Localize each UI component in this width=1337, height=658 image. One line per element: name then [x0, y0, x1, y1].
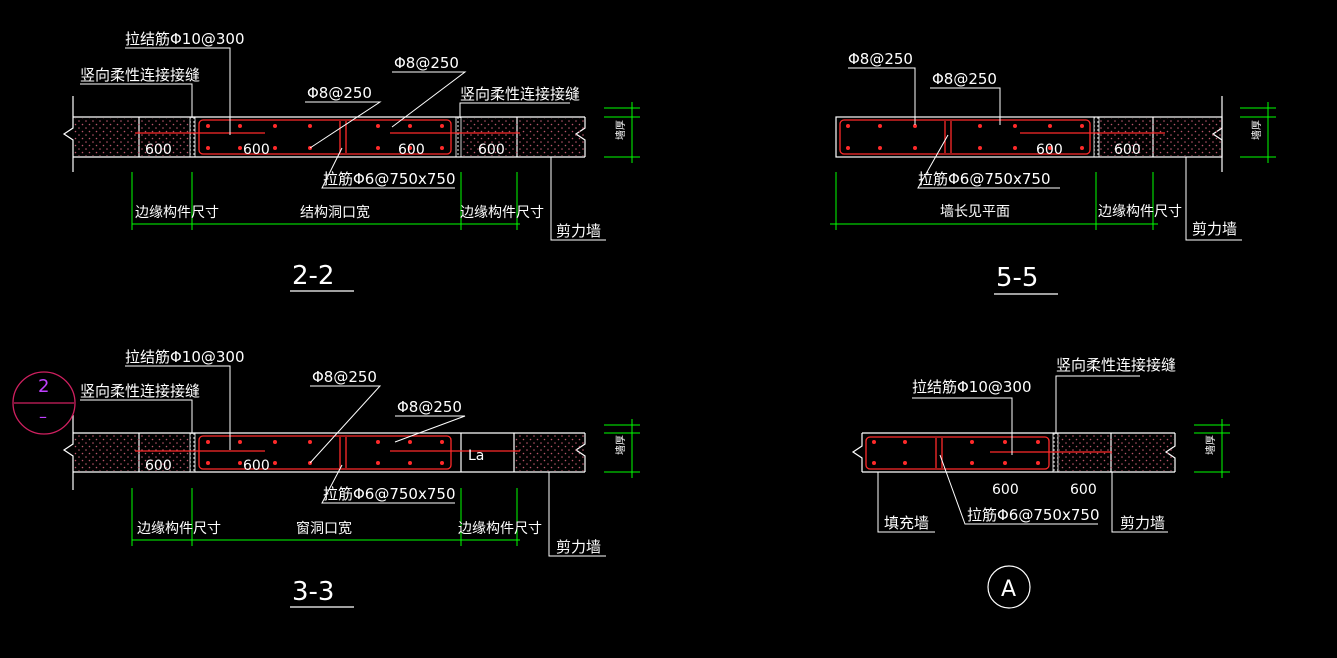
bubble-sheet: – [39, 407, 47, 426]
hatch-left [74, 434, 189, 471]
label-joint-left: 竖向柔性连接接缝 [80, 66, 200, 84]
dim-wall-length: 墙长见平面 [940, 204, 1010, 220]
leaders [80, 47, 570, 189]
dim-600: 600 [145, 142, 172, 158]
dim-edge-left: 边缘构件尺寸 [135, 205, 219, 221]
wall-callout [548, 472, 606, 557]
label-rebar-a: Φ8@250 [307, 84, 372, 102]
dimension-lines [131, 419, 640, 546]
hatch-right [462, 118, 584, 156]
dim-600: 600 [145, 458, 172, 474]
detail-marker-circle [987, 565, 1031, 609]
dim-opening: 结构洞口宽 [300, 204, 370, 221]
label-anchorage: La [468, 448, 484, 464]
label-wall-thickness: 墙厚 [1204, 435, 1217, 455]
label-tie-bar: 拉结筋Φ10@300 [125, 348, 245, 366]
label-joint: 竖向柔性连接接缝 [1056, 356, 1176, 374]
label-shear-wall: 剪力墙 [556, 222, 601, 240]
label-wall-thickness: 墙厚 [614, 435, 627, 455]
label-joint-right: 竖向柔性连接接缝 [460, 85, 580, 103]
wall-callout [1185, 157, 1242, 241]
label-tie-bar: 拉结筋Φ10@300 [125, 30, 245, 48]
label-tie: 拉筋Φ6@750x750 [323, 485, 456, 503]
label-wall-thickness: 墙厚 [614, 120, 627, 140]
detail-2-2: 拉结筋Φ10@300 竖向柔性连接接缝 Φ8@250 Φ8@250 竖向柔性连接… [62, 30, 640, 292]
leaders [848, 67, 1060, 189]
label-rebar-a: Φ8@250 [848, 50, 913, 68]
label-tie: 拉筋Φ6@750x750 [918, 170, 1051, 188]
dim-600: 600 [1070, 482, 1097, 498]
dimension-lines [131, 102, 640, 230]
dim-edge-right: 边缘构件尺寸 [458, 521, 542, 537]
label-tie: 拉筋Φ6@750x750 [323, 170, 456, 188]
seam-left [189, 432, 196, 473]
detail-5-5: Φ8@250 Φ8@250 600 600 拉筋Φ6@750x750 墙长见平面… [830, 50, 1276, 295]
hatch-right [1100, 118, 1221, 156]
dim-600: 600 [243, 142, 270, 158]
seam-left [189, 116, 196, 158]
section-title: 5-5 [996, 263, 1038, 293]
rebar-dots [206, 440, 444, 465]
label-rebar-b: Φ8@250 [932, 70, 997, 88]
section-title: 3-3 [292, 577, 334, 607]
wall-outline [62, 415, 586, 490]
dim-edge-right: 边缘构件尺寸 [1098, 204, 1182, 220]
detail-reference-bubble: 2 – [12, 371, 76, 435]
section-title: 2-2 [292, 261, 334, 291]
label-rebar-a: Φ8@250 [312, 368, 377, 386]
leaders [80, 365, 466, 504]
dimension-lines [830, 102, 1276, 230]
bubble-number: 2 [38, 376, 49, 397]
dim-600: 600 [478, 142, 505, 158]
hatch-right [515, 434, 584, 471]
dim-600: 600 [992, 482, 1019, 498]
dim-600: 600 [1036, 142, 1063, 158]
label-shear-wall: 剪力墙 [1192, 220, 1237, 238]
detail-A: 拉结筋Φ10@300 竖向柔性连接接缝 600 600 拉筋Φ6@750x750… [851, 356, 1230, 609]
dim-edge-left: 边缘构件尺寸 [137, 521, 221, 537]
dim-edge-right: 边缘构件尺寸 [460, 205, 544, 221]
label-shear-wall: 剪力墙 [1120, 514, 1165, 532]
hatch-left [74, 118, 189, 156]
label-joint-left: 竖向柔性连接接缝 [80, 382, 200, 400]
label-rebar-b: Φ8@250 [397, 398, 462, 416]
dim-600: 600 [243, 458, 270, 474]
dim-600: 600 [1114, 142, 1141, 158]
label-rebar-b: Φ8@250 [394, 54, 459, 72]
rebar-dots [872, 440, 1040, 465]
seam-right [455, 116, 462, 158]
label-wall-thickness: 墙厚 [1250, 120, 1263, 140]
leaders [877, 375, 1168, 533]
dim-600: 600 [398, 142, 425, 158]
rebar [839, 119, 1165, 155]
dim-window-opening: 窗洞口宽 [296, 520, 352, 537]
rebar [135, 119, 520, 155]
rebar-dots [846, 124, 1084, 150]
rebar [135, 435, 520, 470]
label-tie-bar: 拉结筋Φ10@300 [912, 378, 1032, 396]
seam [1093, 116, 1100, 158]
label-tie: 拉筋Φ6@750x750 [967, 506, 1100, 524]
label-shear-wall: 剪力墙 [556, 538, 601, 556]
wall-callout [550, 157, 606, 241]
dimension-lines [1194, 419, 1230, 478]
label-infill-wall: 填充墙 [884, 514, 929, 532]
detail-3-3: 2 – 拉结筋Φ10@300 竖向柔性连接接缝 Φ8@250 Φ8@250 60… [12, 348, 640, 608]
rebar [865, 436, 1112, 470]
detail-marker-letter: A [1001, 577, 1016, 602]
